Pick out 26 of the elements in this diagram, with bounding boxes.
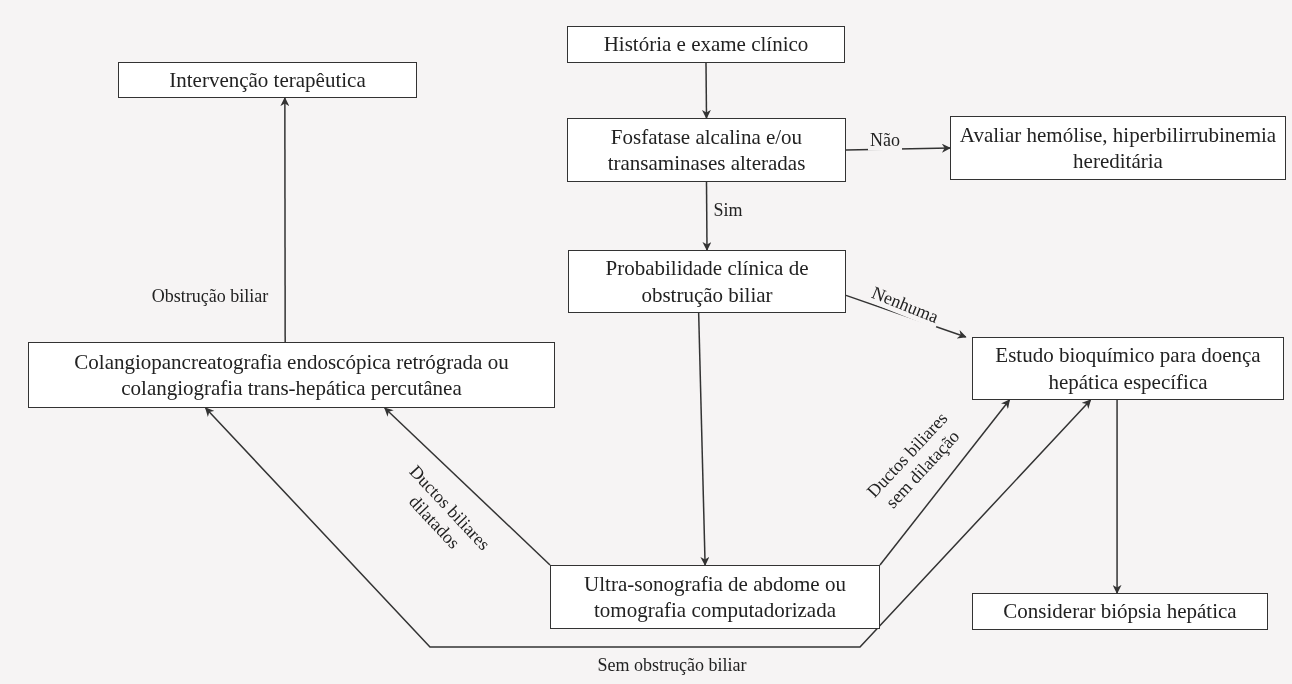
box-text: Intervenção terapêutica [169,66,366,94]
box-text: História e exame clínico [603,31,809,58]
arrow [1112,399,1122,594]
process-box [28,342,555,408]
process-box [118,62,417,98]
arrow [702,181,712,251]
process-box [972,337,1284,400]
box-text: Considerar biópsia hepática [1003,598,1237,625]
arrow [204,399,1092,648]
arrow [697,312,710,566]
box-text: Estudo bioquímico para doença hepática específica [994,342,1262,395]
box-text: Avaliar hemólise, hiperbilirrubinemia hereditária [959,121,1277,175]
process-box [950,116,1286,180]
process-box [567,26,845,63]
process-box [972,593,1268,630]
arrow [879,399,1011,566]
process-box [550,565,880,629]
arrow [701,62,711,119]
box-text: Colangiopancreatografia endoscópica retrógrada ou colangiografia trans-hepática percutânea [73,348,510,402]
arrow [384,407,551,566]
box-text: Fosfatase alcalina e/ou transaminases alteradas [606,123,807,177]
process-box [568,250,846,313]
process-box [567,118,846,182]
box-text: Probabilidade clínica de obstrução biliar [604,255,810,308]
arrow [280,97,290,343]
box-text: Ultra-sonografia de abdome ou tomografia computadorizada [583,570,847,624]
